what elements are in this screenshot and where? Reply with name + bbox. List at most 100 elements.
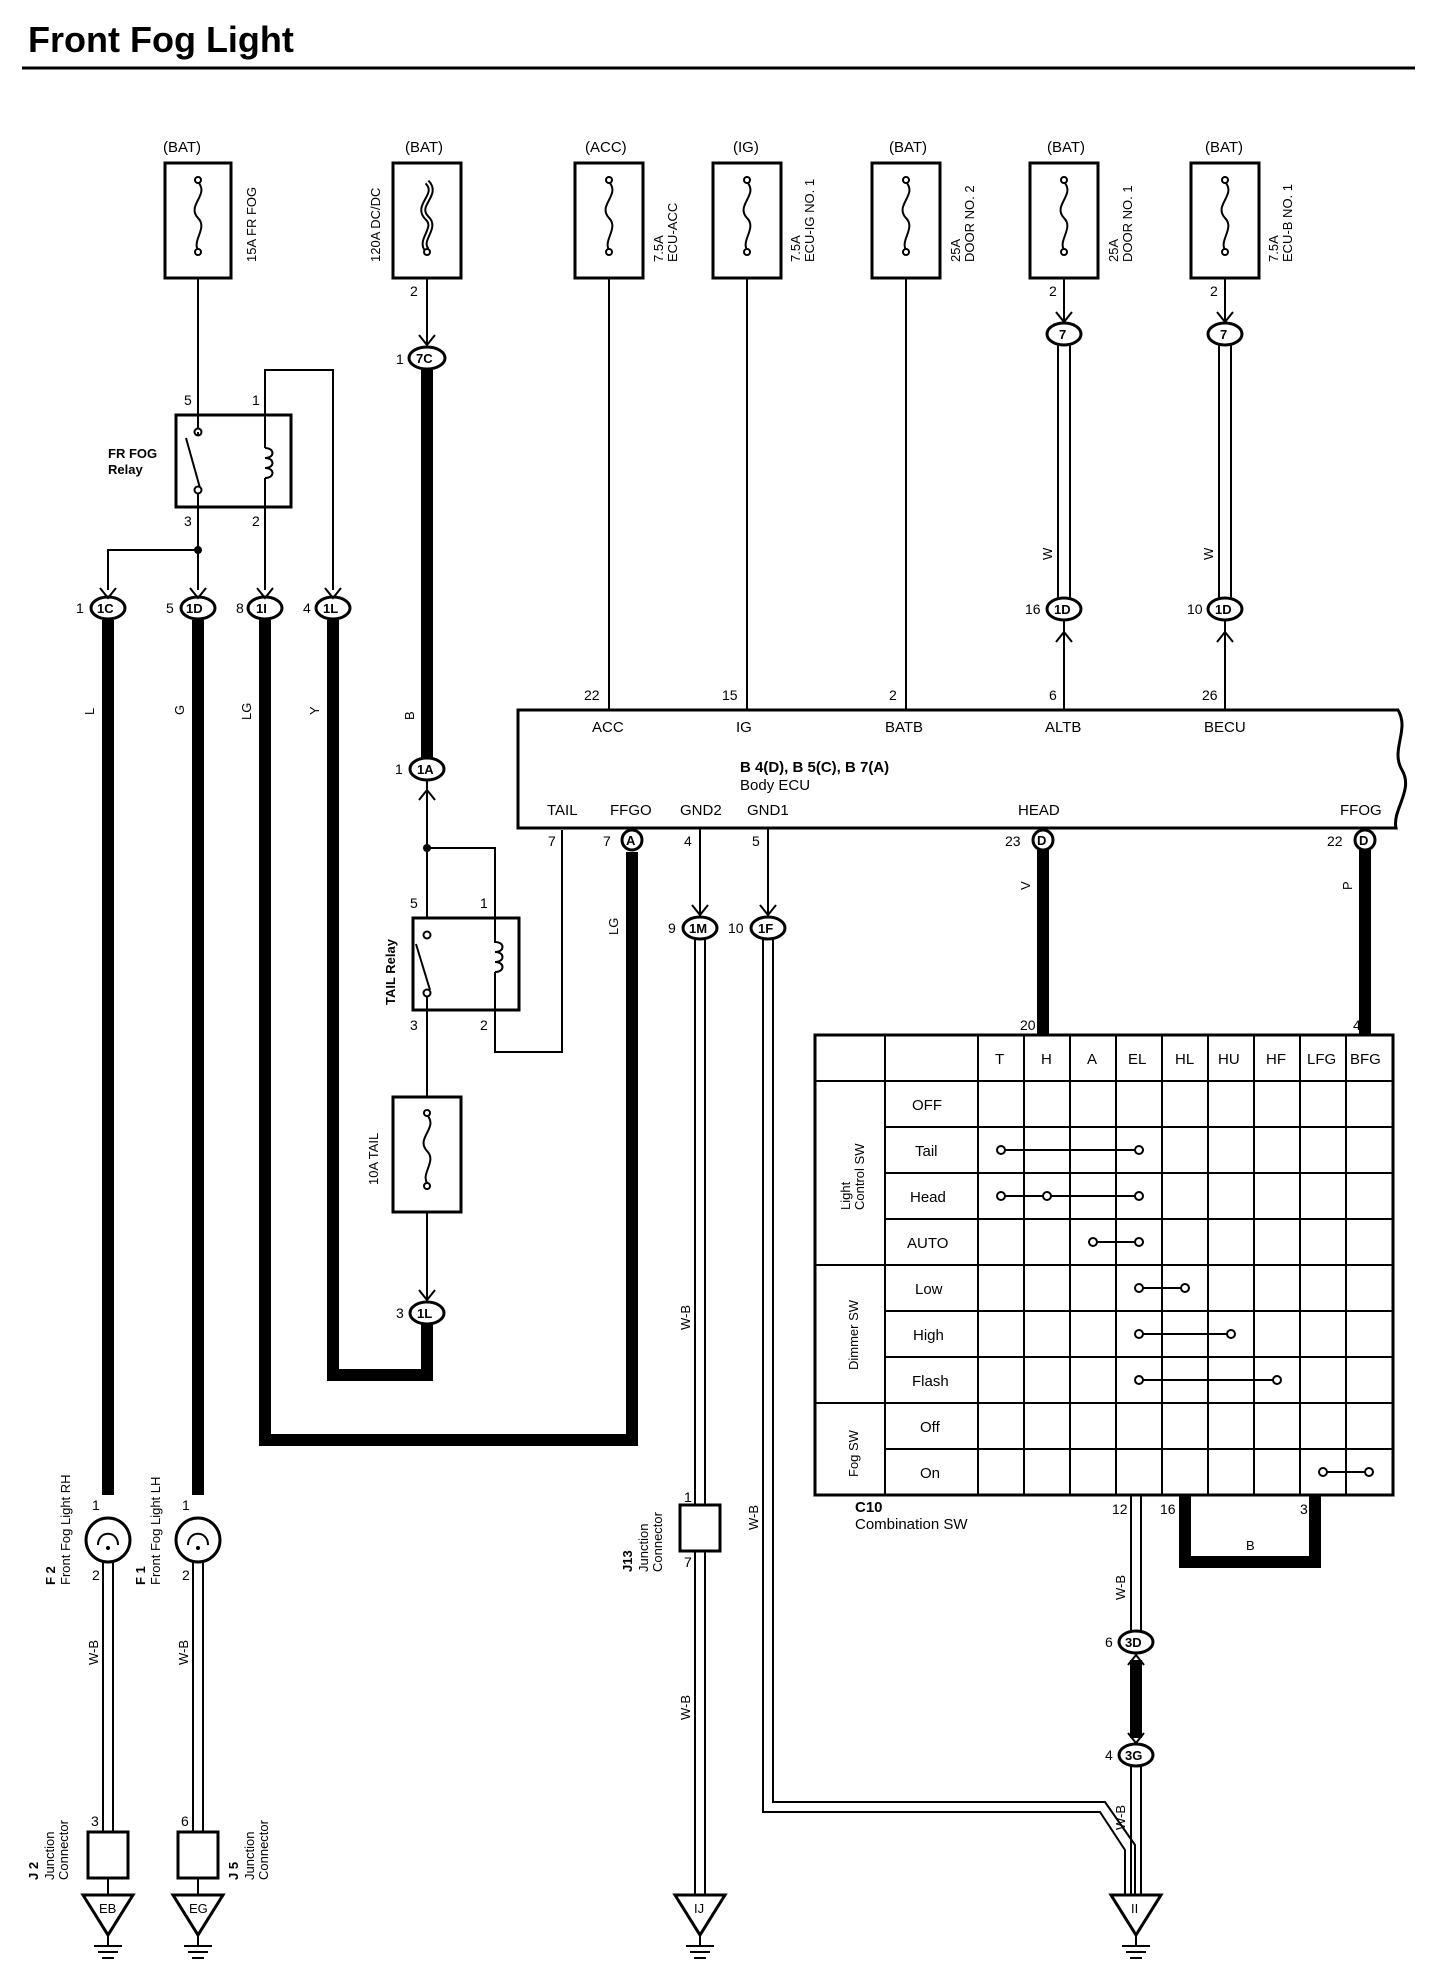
svg-text:3: 3 (1300, 1501, 1308, 1517)
svg-text:Head: Head (910, 1189, 946, 1206)
connector-7-ecub: 7 (1206, 321, 1244, 347)
svg-text:TAIL: TAIL (547, 802, 578, 819)
connector-7-door: 7 (1045, 321, 1083, 347)
svg-text:AUTO: AUTO (907, 1235, 948, 1252)
svg-text:2: 2 (480, 1017, 488, 1033)
ecu-connector-a: A (620, 828, 644, 852)
svg-text:C10: C10 (855, 1499, 883, 1516)
svg-text:T: T (995, 1051, 1004, 1068)
svg-text:1D: 1D (1054, 602, 1071, 617)
junction-j13: 1 7 J13 Junction Connector (620, 1489, 722, 1572)
body-ecu: B 4(D), B 5(C), B 7(A) Body ECU 22 ACC 1… (516, 687, 1408, 849)
svg-text:Front Fog Light LH: Front Fog Light LH (148, 1477, 163, 1585)
svg-text:7: 7 (603, 833, 611, 849)
fuse-door-no2: (BAT) 25ADOOR NO. 2 (870, 139, 977, 280)
svg-text:3: 3 (410, 1017, 418, 1033)
connector-7c: 1 7C (396, 345, 447, 371)
svg-text:Connector: Connector (650, 1511, 665, 1572)
svg-text:A: A (1087, 1051, 1097, 1068)
fuse-source: (BAT) (405, 139, 443, 156)
svg-text:10A TAIL: 10A TAIL (366, 1133, 381, 1185)
svg-text:12: 12 (1112, 1501, 1128, 1517)
svg-text:1: 1 (396, 351, 404, 367)
connector-1l-bottom: 3 1L (396, 1300, 446, 1326)
svg-text:25ADOOR NO. 1: 25ADOOR NO. 1 (1106, 185, 1135, 262)
junction-j2: 3 J 2 Junction Connector (26, 1813, 130, 1880)
svg-text:1: 1 (395, 761, 403, 777)
connector-1d: 5 1D (166, 595, 217, 621)
fuse-fr-fog: (BAT) 15A FR FOG (163, 139, 259, 280)
svg-text:W: W (1201, 547, 1216, 560)
connector-1d-10: 10 1D (1187, 596, 1244, 622)
svg-text:FR FOG: FR FOG (108, 446, 157, 461)
connector-1c: 1 1C (76, 595, 127, 621)
svg-text:High: High (913, 1327, 944, 1344)
front-fog-light-lh: 1 2 F 1 Front Fog Light LH (133, 1477, 222, 1585)
svg-text:L: L (82, 708, 97, 715)
fr-fog-relay: FR FOG Relay 5 1 3 2 (108, 392, 293, 529)
svg-text:EG: EG (189, 1901, 208, 1916)
svg-text:Tail: Tail (915, 1143, 938, 1160)
svg-text:W: W (1040, 547, 1055, 560)
svg-text:II: II (1131, 1901, 1138, 1916)
fuse-source: (BAT) (1205, 139, 1243, 156)
page-title: Front Fog Light (28, 19, 294, 60)
svg-text:2: 2 (1210, 283, 1218, 299)
svg-text:2: 2 (889, 687, 897, 703)
svg-text:8: 8 (236, 600, 244, 616)
svg-text:1L: 1L (417, 1306, 432, 1321)
junction-j5: 6 J 5 Junction Connector (176, 1813, 271, 1880)
svg-text:7: 7 (548, 833, 556, 849)
svg-text:7.5AECU-ACC: 7.5AECU-ACC (651, 203, 680, 262)
svg-text:Front Fog Light RH: Front Fog Light RH (58, 1474, 73, 1585)
connector-1d-16: 16 1D (1025, 596, 1083, 622)
fuse-dc-dc: (BAT) 120A DC/DC 2 (368, 139, 463, 299)
svg-text:7.5AECU-IG NO. 1: 7.5AECU-IG NO. 1 (788, 179, 817, 262)
svg-text:1A: 1A (417, 762, 434, 777)
fuse-ecu-b: (BAT) 7.5AECU-B NO. 1 2 (1189, 139, 1295, 299)
svg-text:4: 4 (1353, 1017, 1361, 1033)
svg-text:Dimmer SW: Dimmer SW (846, 1299, 861, 1370)
svg-text:B: B (402, 711, 417, 720)
svg-text:1: 1 (480, 895, 488, 911)
svg-text:Combination SW: Combination SW (855, 1516, 968, 1533)
svg-text:A: A (626, 833, 636, 848)
fuse-tail: 10A TAIL (366, 1095, 463, 1214)
svg-text:1D: 1D (1215, 602, 1232, 617)
connector-1l-top: 4 1L (303, 595, 352, 621)
svg-text:7C: 7C (416, 351, 433, 366)
svg-text:Body ECU: Body ECU (740, 777, 810, 794)
svg-text:W-B: W-B (678, 1305, 693, 1330)
svg-text:1: 1 (92, 1497, 100, 1513)
svg-text:26: 26 (1202, 687, 1218, 703)
svg-text:7: 7 (1059, 327, 1066, 342)
svg-text:Junction: Junction (636, 1524, 651, 1572)
svg-text:P: P (1340, 881, 1355, 890)
svg-text:3: 3 (184, 513, 192, 529)
svg-text:BATB: BATB (885, 719, 923, 736)
svg-text:F 2: F 2 (43, 1566, 58, 1585)
svg-text:25ADOOR NO. 2: 25ADOOR NO. 2 (948, 185, 977, 262)
svg-text:W-B: W-B (1113, 1805, 1128, 1830)
fuse-ecu-acc: (ACC) 7.5AECU-ACC (573, 139, 680, 280)
svg-text:16: 16 (1025, 601, 1041, 617)
ground-ii: II (1108, 1893, 1164, 1959)
svg-text:Light: Light (838, 1181, 853, 1210)
connector-1m: 9 1M (668, 915, 719, 941)
svg-text:5: 5 (184, 392, 192, 408)
svg-text:7: 7 (684, 1554, 692, 1570)
svg-text:Connector: Connector (256, 1819, 271, 1880)
svg-text:GND1: GND1 (747, 802, 789, 819)
svg-text:1F: 1F (758, 921, 773, 936)
svg-text:15A FR FOG: 15A FR FOG (244, 187, 259, 262)
svg-text:J13: J13 (620, 1550, 635, 1572)
svg-text:1: 1 (182, 1497, 190, 1513)
svg-text:W-B: W-B (86, 1640, 101, 1665)
fuse-source: (IG) (733, 139, 759, 156)
svg-text:5: 5 (166, 600, 174, 616)
svg-text:22: 22 (584, 687, 600, 703)
fuse-door-no1: (BAT) 25ADOOR NO. 1 2 (1028, 139, 1135, 299)
svg-text:5: 5 (752, 833, 760, 849)
svg-text:2: 2 (92, 1567, 100, 1583)
